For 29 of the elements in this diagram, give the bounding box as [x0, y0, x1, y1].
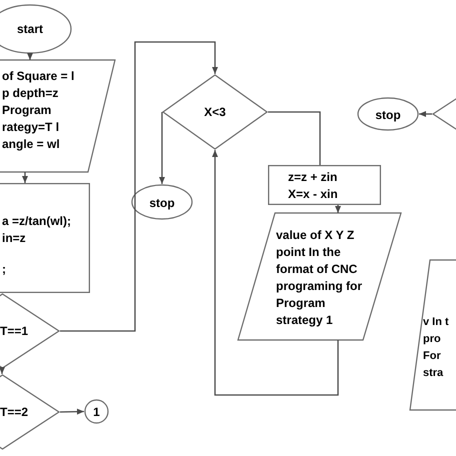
node-text: start [16, 21, 44, 38]
node-text: T==1 [0, 323, 30, 340]
node-text: 1 [92, 404, 101, 421]
arrow [159, 112, 165, 184]
node-text: stop [148, 195, 176, 212]
arrow [22, 172, 28, 183]
arrow [419, 111, 432, 117]
arrow [27, 53, 33, 60]
terminal-oval [357, 97, 419, 131]
node-text: T==2 [0, 404, 30, 421]
decision-diamond [162, 74, 268, 150]
node-text: v In t pro For stra [423, 315, 450, 381]
arrow [0, 367, 5, 374]
connector-circle [84, 399, 109, 424]
node-text: X<3 [203, 104, 227, 121]
node-text: z=z + zin X=x - xin [288, 169, 339, 203]
output-parallelogram [238, 213, 401, 340]
node-text: of Square = l p depth=z Program rategy=T l angle = wl [2, 68, 76, 153]
node-text: a =z/tan(wl); in=z [2, 213, 72, 247]
arrow [212, 150, 339, 396]
node-text: stop [374, 107, 402, 124]
terminal-oval [131, 184, 193, 220]
node-text: ; [2, 261, 7, 278]
process-box [268, 165, 381, 205]
node-text: value of X Y Z point In the format of CNC programing for Program strategy 1 [276, 227, 363, 329]
arrow [60, 41, 218, 332]
arrow [335, 205, 341, 213]
input-parallelogram [0, 60, 115, 172]
arrow [60, 408, 84, 415]
